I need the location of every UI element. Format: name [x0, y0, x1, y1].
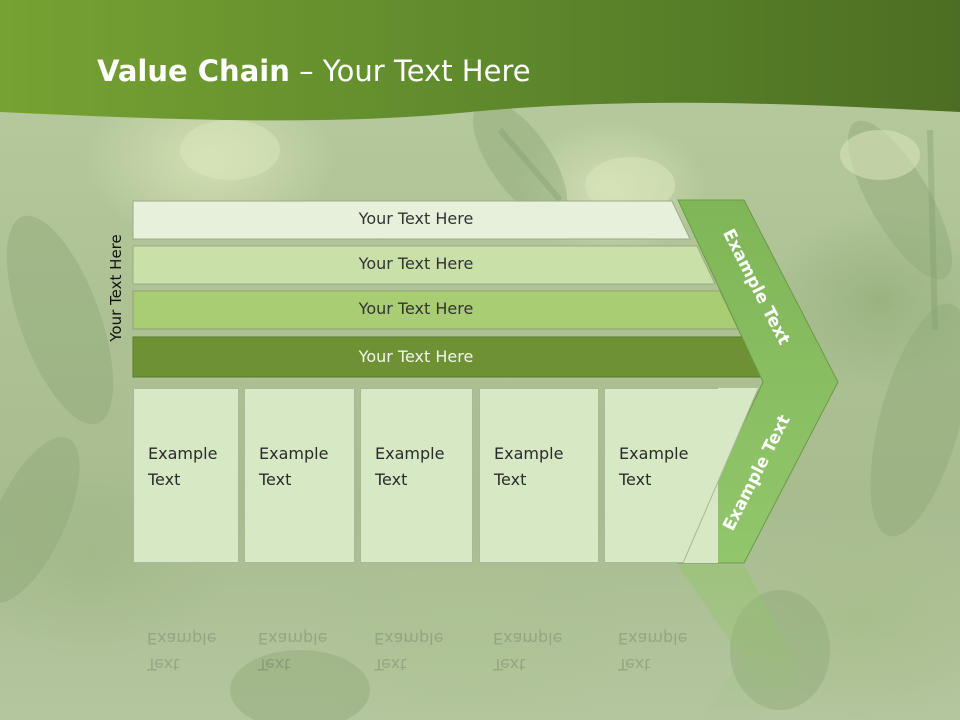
support-bar-2-label: Your Text Here [358, 254, 474, 273]
support-bar-1-label: Your Text Here [358, 209, 474, 228]
box-4-line1: Example [494, 444, 564, 463]
box-3-line2: Text [375, 470, 408, 489]
title-bold: Value Chain [97, 54, 290, 88]
support-bar-3: Your Text Here [0, 290, 960, 330]
box-1-line1: Example [148, 444, 218, 463]
box-2-line2: Text [259, 470, 292, 489]
support-bar-4: Your Text Here [0, 336, 960, 378]
support-bar-1: Your Text Here [0, 200, 960, 240]
header-band [0, 0, 960, 121]
box-3-line1: Example [375, 444, 445, 463]
box-5-slant [682, 388, 759, 564]
page-title: Value Chain – Your Text Here [97, 54, 531, 88]
support-bar-4-label: Your Text Here [358, 347, 474, 366]
box-1-line2: Text [148, 470, 181, 489]
title-rest: – Your Text Here [289, 54, 531, 88]
box-5-line1: Example [619, 444, 689, 463]
box-4-line2: Text [494, 470, 527, 489]
box-2-line1: Example [259, 444, 329, 463]
support-bar-3-label: Your Text Here [358, 299, 474, 318]
box-5-line2: Text [619, 470, 652, 489]
support-bar-2: Your Text Here [0, 245, 960, 285]
